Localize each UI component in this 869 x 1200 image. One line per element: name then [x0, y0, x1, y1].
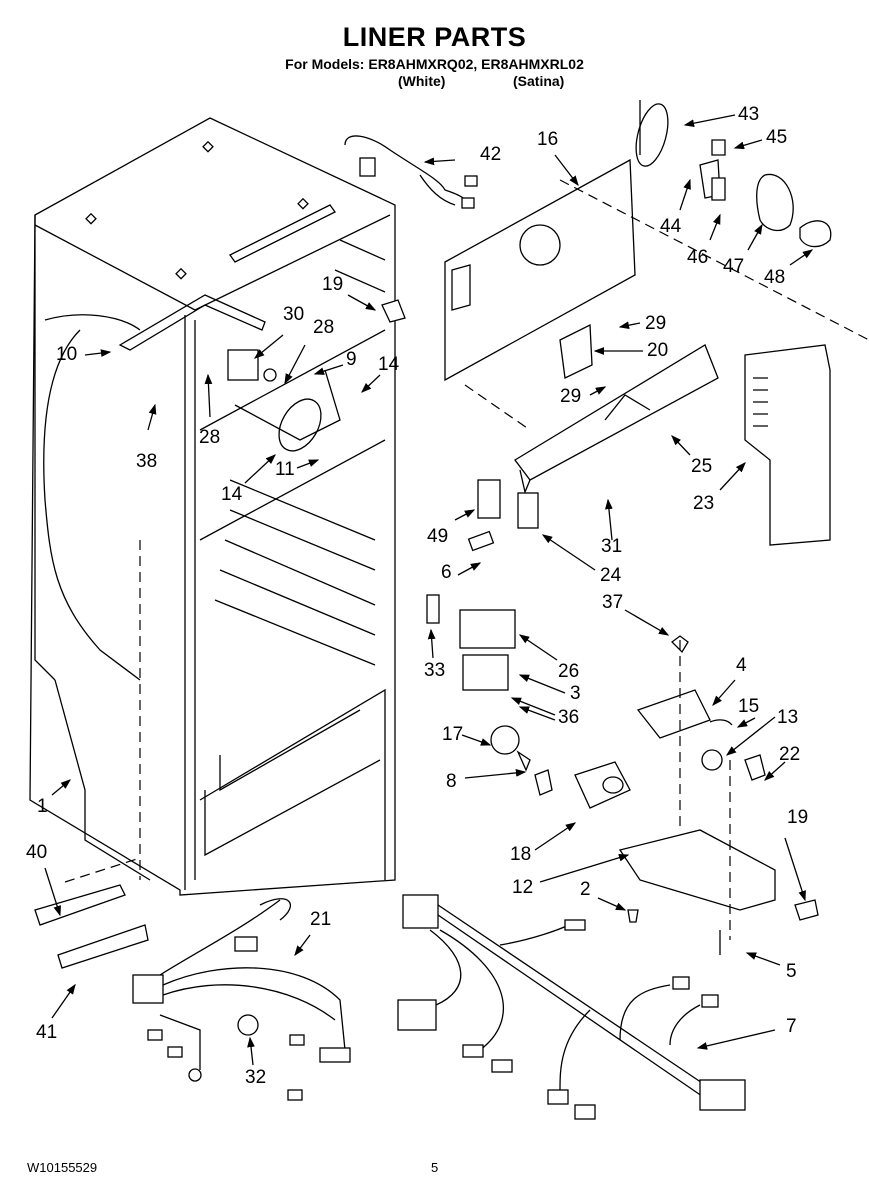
callout-45[interactable]: 45 [766, 127, 788, 148]
models-line: For Models: ER8AHMXRQ02, ER8AHMXRL02 [285, 56, 584, 72]
callout-48[interactable]: 48 [764, 267, 786, 288]
callout-30[interactable]: 30 [283, 304, 305, 325]
variant-white: (White) [398, 73, 446, 89]
leader-lines [44, 114, 814, 1066]
callout-5[interactable]: 5 [786, 961, 797, 982]
callout-37[interactable]: 37 [602, 592, 624, 613]
callout-28-lower[interactable]: 28 [199, 427, 221, 448]
small-parts [426, 479, 819, 955]
callout-19-upper[interactable]: 19 [322, 274, 344, 295]
callout-24[interactable]: 24 [600, 565, 622, 586]
callout-14-upper[interactable]: 14 [378, 354, 400, 375]
callout-29-upper[interactable]: 29 [645, 313, 667, 334]
callout-7[interactable]: 7 [786, 1016, 797, 1037]
callout-20[interactable]: 20 [647, 340, 669, 361]
callout-36[interactable]: 36 [558, 707, 580, 728]
harness-7 [397, 894, 746, 1120]
upper-harness [344, 135, 832, 323]
callout-42[interactable]: 42 [480, 144, 502, 165]
callout-29-lower[interactable]: 29 [560, 386, 582, 407]
callout-33[interactable]: 33 [424, 660, 446, 681]
callout-23[interactable]: 23 [693, 493, 715, 514]
variant-satina: (Satina) [513, 73, 565, 89]
callout-21[interactable]: 21 [310, 909, 332, 930]
callout-3[interactable]: 3 [570, 683, 581, 704]
doc-number: W10155529 [27, 1160, 98, 1175]
callout-26[interactable]: 26 [558, 661, 580, 682]
callout-17[interactable]: 17 [442, 724, 464, 745]
callout-9[interactable]: 9 [346, 349, 357, 370]
callout-28-upper[interactable]: 28 [313, 317, 335, 338]
callout-19-lower[interactable]: 19 [787, 807, 809, 828]
callout-15[interactable]: 15 [738, 696, 760, 717]
callout-4[interactable]: 4 [736, 655, 747, 676]
callout-22[interactable]: 22 [779, 744, 801, 765]
callout-38[interactable]: 38 [136, 451, 158, 472]
callout-13[interactable]: 13 [777, 707, 799, 728]
callout-1[interactable]: 1 [37, 796, 48, 817]
callout-41[interactable]: 41 [36, 1022, 58, 1043]
liner-cabinet [29, 117, 396, 896]
callout-11[interactable]: 11 [275, 459, 295, 480]
callout-14-lower[interactable]: 14 [221, 484, 243, 505]
callout-47[interactable]: 47 [723, 256, 745, 277]
callout-32[interactable]: 32 [245, 1067, 267, 1088]
back-panel [444, 100, 869, 431]
callout-16[interactable]: 16 [537, 129, 559, 150]
callout-40[interactable]: 40 [26, 842, 48, 863]
callout-43[interactable]: 43 [738, 104, 760, 125]
callout-18[interactable]: 18 [510, 844, 532, 865]
callout-25[interactable]: 25 [691, 456, 713, 477]
harness-21 [132, 898, 351, 1101]
callout-12[interactable]: 12 [512, 877, 534, 898]
callout-2[interactable]: 2 [580, 879, 591, 900]
page-title: LINER PARTS [342, 22, 527, 52]
callout-6[interactable]: 6 [441, 562, 452, 583]
callout-10[interactable]: 10 [56, 344, 78, 365]
callout-49[interactable]: 49 [427, 526, 449, 547]
base-rails [34, 857, 149, 969]
callout-8[interactable]: 8 [446, 771, 457, 792]
control-housing [514, 344, 831, 546]
page-number: 5 [431, 1160, 439, 1175]
callout-31[interactable]: 31 [601, 536, 623, 557]
callout-46[interactable]: 46 [687, 247, 709, 268]
callout-44[interactable]: 44 [660, 216, 682, 237]
